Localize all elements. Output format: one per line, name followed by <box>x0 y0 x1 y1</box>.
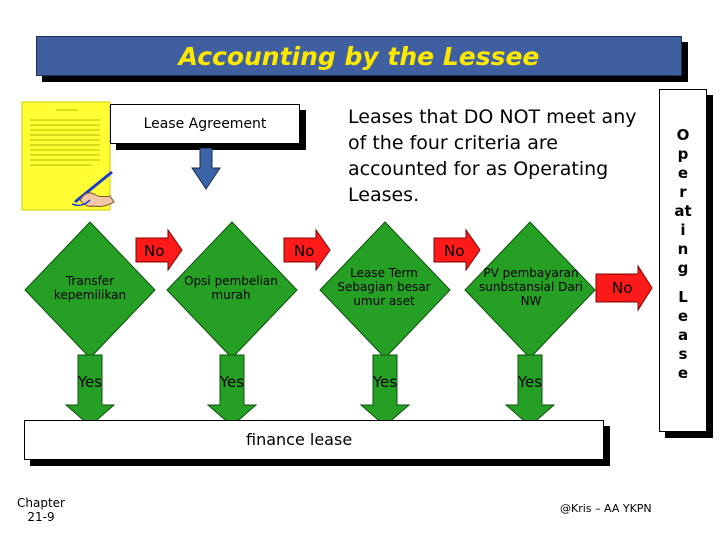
right-arrow-icon <box>135 228 183 272</box>
yes-label-3: Yes <box>372 373 398 391</box>
right-arrow-icon <box>283 228 331 272</box>
yes-label-1: Yes <box>77 373 103 391</box>
operating-lease-box: O p e r at i n g L e a s e <box>659 89 707 432</box>
no-label-4: No <box>612 279 633 297</box>
operating-lease-char: a <box>677 326 689 344</box>
operating-lease-char: e <box>677 164 689 182</box>
lease-agreement-label: Lease Agreement <box>143 116 267 132</box>
no-label-1: No <box>144 242 165 260</box>
lease-agreement-box: Lease Agreement <box>110 104 300 144</box>
right-arrow-icon <box>595 264 653 312</box>
signed-document-icon <box>21 101 115 211</box>
criterion-label-1: Transfer kepemilikan <box>53 274 127 302</box>
operating-lease-char: at <box>674 202 692 220</box>
operating-lease-char: s <box>678 345 688 363</box>
down-arrow-icon <box>191 148 221 190</box>
finance-lease-box <box>24 420 604 460</box>
operating-lease-char: e <box>677 307 689 325</box>
operating-lease-char: n <box>677 240 689 258</box>
page-title: Accounting by the Lessee <box>178 41 540 71</box>
down-arrow-icon <box>206 354 258 427</box>
yes-label-2: Yes <box>219 373 245 391</box>
no-label-2: No <box>294 242 315 260</box>
operating-lease-char: e <box>677 364 689 382</box>
operating-lease-char: i <box>680 221 686 239</box>
chapter-label: Chapter 21-9 <box>17 496 65 524</box>
operating-lease-char: O <box>676 126 690 144</box>
operating-lease-explanation: Leases that DO NOT meet any of the four … <box>348 106 637 206</box>
operating-lease-char: p <box>677 145 689 163</box>
down-arrow-icon <box>64 354 116 427</box>
criterion-label-3: Lease Term Sebagian besar umur aset <box>337 266 431 308</box>
right-arrow-icon <box>433 228 481 272</box>
operating-lease-char: r <box>679 183 687 201</box>
operating-lease-char: g <box>677 259 689 277</box>
no-label-3: No <box>444 242 465 260</box>
yes-label-4: Yes <box>517 373 543 391</box>
criterion-label-4: PV pembayaran sunbstansial Dari NW <box>479 266 583 308</box>
down-arrow-icon <box>504 354 556 427</box>
criterion-label-2: Opsi pembelian murah <box>184 274 278 302</box>
down-arrow-icon <box>359 354 411 427</box>
finance-lease-label: finance lease <box>246 430 353 449</box>
title-banner: Accounting by the Lessee <box>36 36 682 76</box>
credit-label: @Kris – AA YKPN <box>560 502 652 515</box>
operating-lease-char: L <box>678 288 688 306</box>
